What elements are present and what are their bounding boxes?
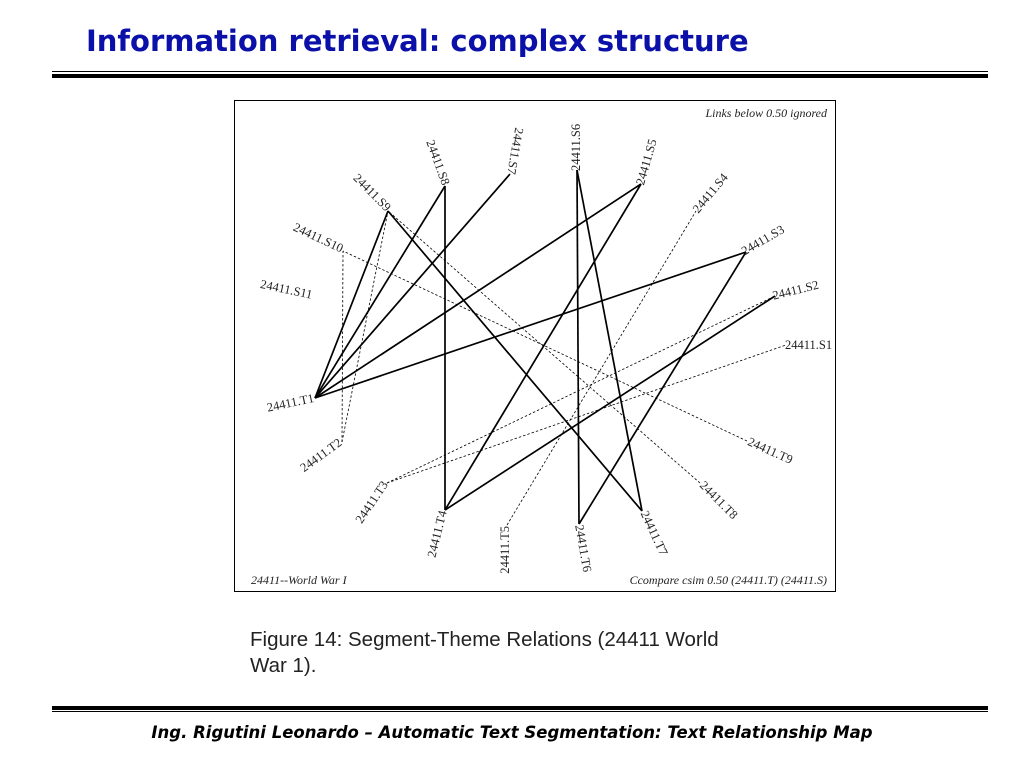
node-label-s9: 24411.S9 — [351, 171, 394, 214]
node-label-s5: 24411.S5 — [633, 137, 659, 186]
node-label-s6: 24411.S6 — [569, 124, 583, 171]
strong-link-t1-s3 — [314, 251, 747, 399]
weak-links-group — [341, 210, 787, 526]
node-label-t1: 24411.T1 — [266, 391, 316, 415]
node-label-t2: 24411.T2 — [298, 435, 345, 474]
weak-link-t8-s9 — [387, 210, 701, 484]
strong-link-t1-s5 — [314, 183, 642, 399]
strong-link-t7-s6 — [576, 169, 643, 512]
node-label-t6: 24411.T6 — [572, 524, 594, 574]
slide-title: Information retrieval: complex structure — [86, 24, 749, 58]
node-label-t8: 24411.T8 — [697, 478, 741, 522]
node-label-t9: 24411.T9 — [746, 435, 795, 467]
node-label-s10: 24411.S10 — [291, 220, 345, 255]
weak-link-t2-s9 — [341, 210, 389, 443]
footer-text: Ing. Rigutini Leonardo – Automatic Text … — [151, 723, 873, 742]
strong-link-t4-s5 — [444, 183, 642, 511]
footer-rule-thick — [52, 706, 988, 710]
node-label-s8: 24411.S8 — [423, 138, 452, 187]
weak-link-t5-s4 — [506, 210, 697, 526]
header-rule-thin — [52, 71, 988, 72]
strong-link-t6-s6 — [576, 169, 580, 525]
node-label-t3: 24411.T3 — [353, 478, 391, 525]
node-label-t7: 24411.T7 — [638, 509, 671, 558]
weak-link-t3-s1 — [386, 344, 787, 484]
strong-links-group — [314, 169, 776, 525]
strong-link-t4-s2 — [444, 295, 776, 511]
footer-rule-thin — [52, 711, 988, 712]
strong-link-t1-s7 — [314, 173, 511, 399]
weak-link-t9-s10 — [342, 250, 748, 442]
links-threshold-note: Links below 0.50 ignored — [704, 106, 828, 120]
node-label-s4: 24411.S4 — [690, 170, 731, 216]
weak-link-t2-s10 — [341, 250, 344, 443]
strong-link-t6-s3 — [578, 251, 747, 525]
strong-link-t1-s9 — [314, 210, 389, 399]
node-label-s11: 24411.S11 — [259, 277, 314, 302]
node-label-s2: 24411.S2 — [771, 278, 820, 303]
compare-settings-note: Ccompare csim 0.50 (24411.T) (24411.S) — [630, 573, 827, 587]
header-rule-thick — [52, 74, 988, 78]
node-label-t4: 24411.T4 — [425, 508, 450, 558]
node-label-t5: 24411.T5 — [498, 526, 512, 574]
figure-caption: Figure 14: Segment-Theme Relations (2441… — [250, 628, 719, 677]
node-label-s7: 24411.S7 — [504, 127, 526, 176]
strong-link-t1-s8 — [314, 185, 446, 399]
node-label-s1: 24411.S1 — [785, 338, 832, 352]
node-label-s3: 24411.S3 — [739, 222, 787, 258]
strong-link-t7-s9 — [387, 210, 643, 512]
document-name-note: 24411--World War I — [251, 573, 348, 587]
